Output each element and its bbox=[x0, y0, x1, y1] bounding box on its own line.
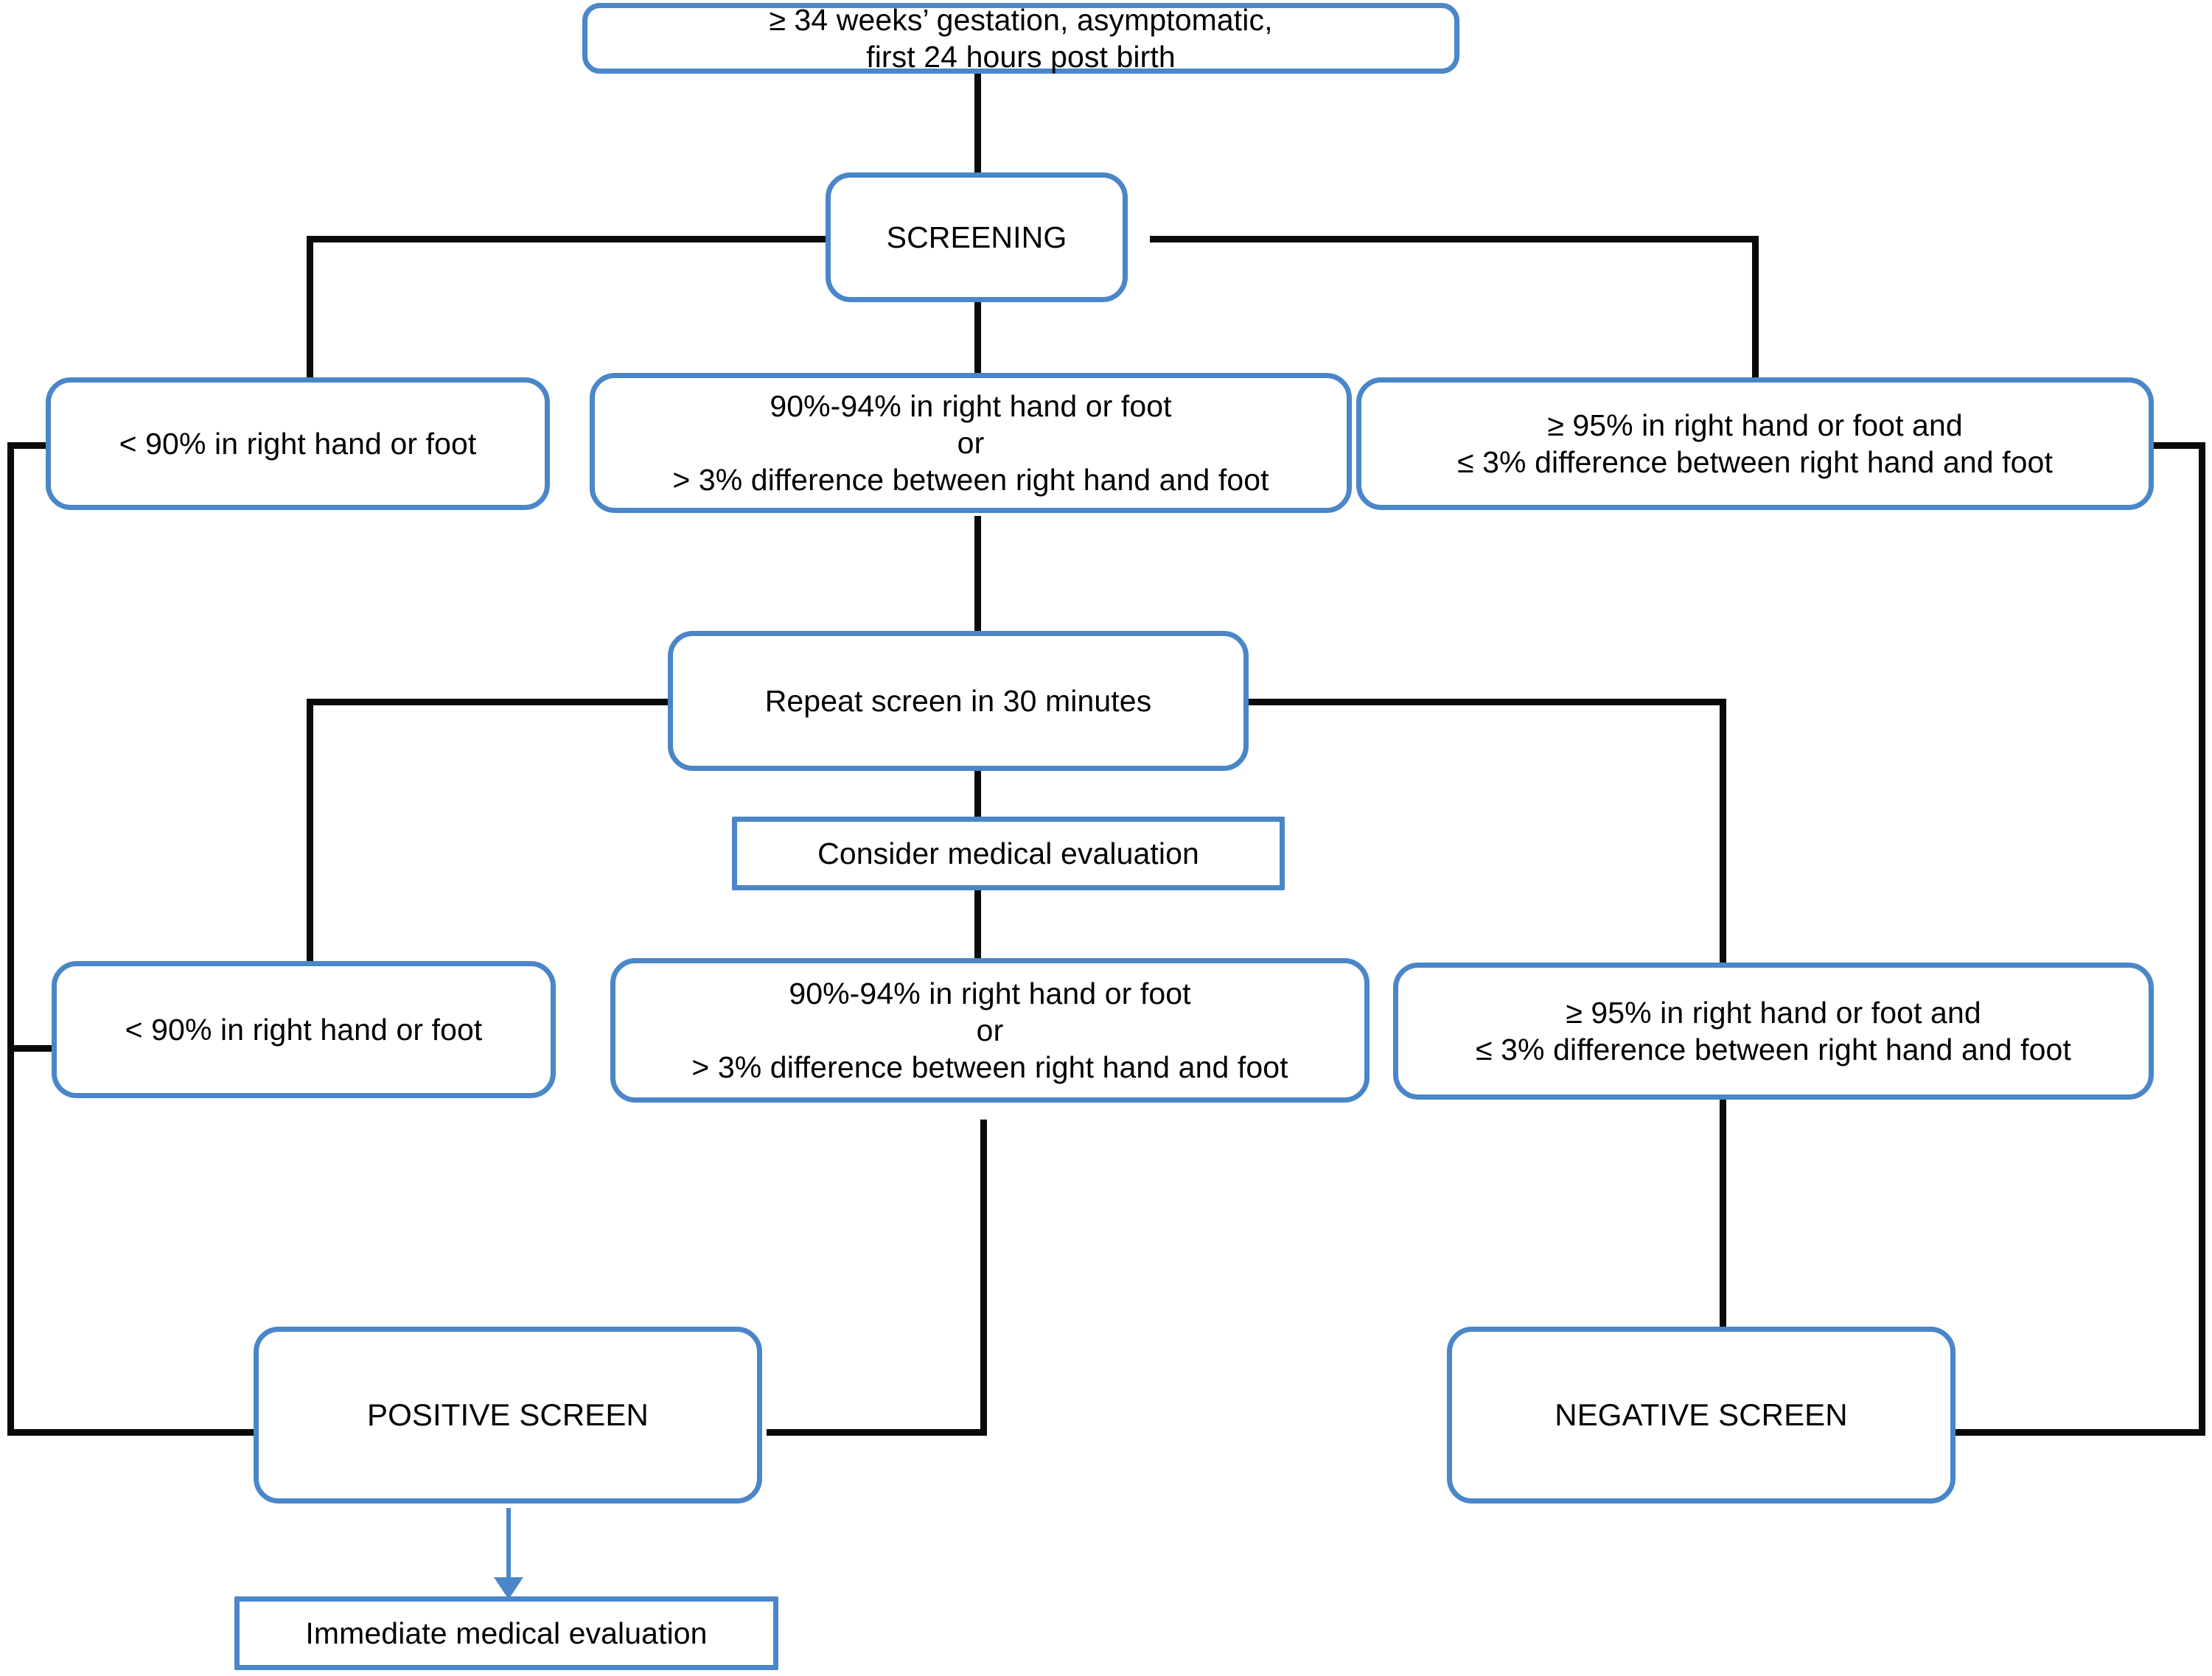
node-first-screen-borderline[interactable]: 90%-94% in right hand or foot or > 3% di… bbox=[590, 373, 1352, 513]
node-repeat-screen-low-label: < 90% in right hand or foot bbox=[125, 1012, 483, 1047]
edge-repeat-borderline-down bbox=[980, 1120, 987, 1435]
edge-consider-to-repeat-borderline bbox=[974, 890, 981, 966]
node-consider-medical-evaluation[interactable]: Consider medical evaluation bbox=[732, 817, 1285, 890]
edge-repeat-borderline-to-positive bbox=[767, 1429, 987, 1436]
edge-borderline-to-repeat bbox=[974, 516, 981, 634]
edge-repeat-left-horizontal bbox=[307, 699, 668, 705]
edge-screening-right-horizontal bbox=[1150, 236, 1759, 242]
edge-screening-middle-vertical bbox=[974, 299, 981, 383]
node-consider-medical-evaluation-label: Consider medical evaluation bbox=[817, 836, 1199, 870]
node-repeat-screen-borderline[interactable]: 90%-94% in right hand or foot or > 3% di… bbox=[610, 958, 1370, 1103]
node-first-screen-low-label: < 90% in right hand or foot bbox=[119, 426, 477, 461]
node-first-screen-pass-label: ≥ 95% in right hand or foot and ≤ 3% dif… bbox=[1457, 408, 2053, 479]
node-repeat-screen-pass-label: ≥ 95% in right hand or foot and ≤ 3% dif… bbox=[1476, 995, 2071, 1066]
edge-positive-to-immediate-shaft bbox=[506, 1508, 511, 1593]
edge-right-rail-vertical bbox=[2199, 442, 2205, 1436]
edge-left-rail-vertical bbox=[7, 442, 14, 1436]
edge-repeat-left-vertical bbox=[307, 699, 313, 966]
node-repeat-screen-low[interactable]: < 90% in right hand or foot bbox=[52, 961, 556, 1098]
edge-low-first-to-rail bbox=[7, 442, 59, 449]
node-screening-label: SCREENING bbox=[886, 220, 1067, 254]
edge-left-rail-to-positive bbox=[7, 1429, 258, 1436]
node-repeat-screen[interactable]: Repeat screen in 30 minutes bbox=[668, 631, 1249, 771]
node-first-screen-low[interactable]: < 90% in right hand or foot bbox=[46, 377, 550, 510]
edge-repeat-right-horizontal bbox=[1246, 699, 1726, 705]
node-first-screen-borderline-label: 90%-94% in right hand or foot or > 3% di… bbox=[672, 388, 1269, 497]
edge-right-rail-to-negative bbox=[1953, 1429, 2205, 1436]
node-first-screen-pass[interactable]: ≥ 95% in right hand or foot and ≤ 3% dif… bbox=[1356, 377, 2154, 510]
edge-entry-to-screening bbox=[974, 71, 981, 175]
node-immediate-medical-evaluation[interactable]: Immediate medical evaluation bbox=[234, 1596, 778, 1670]
node-immediate-medical-evaluation-label: Immediate medical evaluation bbox=[305, 1616, 708, 1650]
node-screening[interactable]: SCREENING bbox=[826, 172, 1128, 302]
edge-screening-right-vertical bbox=[1752, 236, 1759, 383]
node-repeat-screen-pass[interactable]: ≥ 95% in right hand or foot and ≤ 3% dif… bbox=[1393, 963, 2154, 1100]
node-entry-criteria-label: ≥ 34 weeks’ gestation, asymptomatic, fir… bbox=[769, 2, 1273, 74]
node-entry-criteria[interactable]: ≥ 34 weeks’ gestation, asymptomatic, fir… bbox=[582, 3, 1459, 74]
node-repeat-screen-borderline-label: 90%-94% in right hand or foot or > 3% di… bbox=[691, 976, 1288, 1084]
node-negative-screen-label: NEGATIVE SCREEN bbox=[1555, 1397, 1848, 1433]
edge-repeat-to-consider bbox=[974, 771, 981, 819]
edge-screening-left-vertical bbox=[307, 236, 313, 383]
node-negative-screen[interactable]: NEGATIVE SCREEN bbox=[1447, 1327, 1955, 1504]
node-positive-screen-label: POSITIVE SCREEN bbox=[367, 1397, 649, 1433]
edge-pass-first-to-rail bbox=[2152, 442, 2205, 449]
edge-positive-to-immediate-arrowhead bbox=[494, 1577, 523, 1599]
edge-screening-left-horizontal bbox=[307, 236, 867, 242]
node-positive-screen[interactable]: POSITIVE SCREEN bbox=[254, 1327, 762, 1504]
node-repeat-screen-label: Repeat screen in 30 minutes bbox=[764, 683, 1152, 718]
edge-low-repeat-to-rail bbox=[7, 1045, 59, 1052]
